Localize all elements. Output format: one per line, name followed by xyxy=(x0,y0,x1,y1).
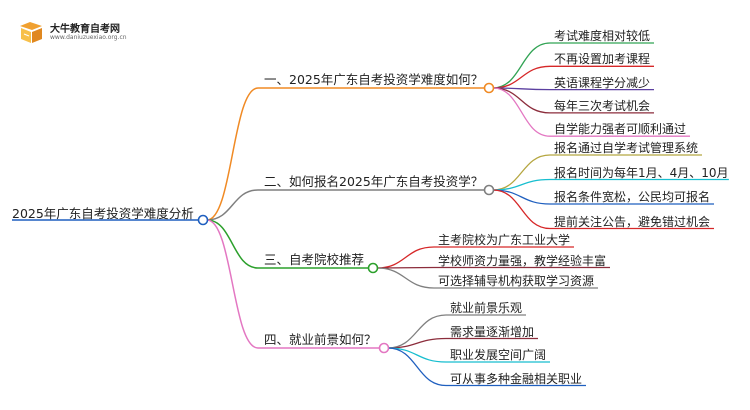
branch-collapse-toggle[interactable] xyxy=(378,342,390,354)
leaf-connector xyxy=(492,87,551,137)
leaf-node[interactable]: 不再设置加考课程 xyxy=(554,52,651,67)
branch-node[interactable]: 二、如何报名2025年广东自考投资学？ xyxy=(264,174,484,189)
branch-node[interactable]: 三、自考院校推荐 xyxy=(264,252,365,267)
root-node[interactable]: 2025年广东自考投资学难度分析 xyxy=(12,206,194,221)
branch-collapse-toggle[interactable] xyxy=(483,82,495,94)
site-logo[interactable]: 大牛教育自考网 www.daniuzuexiao.org.cn xyxy=(16,18,128,46)
leaf-connector xyxy=(492,189,551,230)
leaf-node[interactable]: 学校师资力量强，教学经验丰富 xyxy=(438,253,607,268)
leaf-connector xyxy=(376,246,435,269)
book-logo-icon xyxy=(20,22,42,43)
leaf-connector xyxy=(387,347,447,387)
leaf-node[interactable]: 每年三次考试机会 xyxy=(554,98,651,113)
branch-collapse-toggle[interactable] xyxy=(483,184,495,196)
site-url: www.daniuzuexiao.org.cn xyxy=(50,34,127,41)
branch-connector xyxy=(206,189,259,221)
leaf-connector xyxy=(492,154,551,191)
leaf-connector xyxy=(492,87,551,114)
leaf-node[interactable]: 报名通过自学考试管理系统 xyxy=(554,141,699,155)
leaf-connector xyxy=(492,189,551,205)
leaf-connector xyxy=(492,65,551,89)
leaf-connector xyxy=(376,267,435,289)
branch-connector xyxy=(206,219,259,349)
leaf-node[interactable]: 自学能力强者可顺利通过 xyxy=(554,122,687,137)
leaf-connector xyxy=(387,347,447,363)
leaf-node[interactable]: 报名时间为每年1月、4月、10月 xyxy=(554,165,729,180)
branch-connector xyxy=(206,87,259,221)
leaf-node[interactable]: 可从事多种金融相关职业 xyxy=(450,371,583,386)
branch-collapse-toggle[interactable] xyxy=(367,262,379,274)
leaf-node[interactable]: 主考院校为广东工业大学 xyxy=(438,233,571,247)
leaf-node[interactable]: 职业发展空间广阔 xyxy=(450,348,547,362)
leaf-node[interactable]: 需求量逐渐增加 xyxy=(450,324,535,339)
leaf-node[interactable]: 就业前景乐观 xyxy=(450,301,523,315)
branch-node[interactable]: 四、就业前景如何？ xyxy=(264,332,377,347)
leaf-node[interactable]: 可选择辅导机构获取学习资源 xyxy=(438,274,595,288)
leaf-connector xyxy=(376,266,435,269)
branch-node[interactable]: 一、2025年广东自考投资学难度如何？ xyxy=(264,72,484,87)
root-collapse-toggle[interactable] xyxy=(197,214,209,226)
branch-connector xyxy=(206,219,259,269)
leaf-node[interactable]: 报名条件宽松，公民均可报名 xyxy=(554,190,711,204)
leaf-connector xyxy=(492,42,551,89)
leaf-node[interactable]: 考试难度相对较低 xyxy=(554,29,651,43)
site-title: 大牛教育自考网 xyxy=(50,24,120,35)
leaf-node[interactable]: 英语课程学分减少 xyxy=(554,75,651,90)
leaf-node[interactable]: 提前关注公告，避免错过机会 xyxy=(554,214,711,229)
